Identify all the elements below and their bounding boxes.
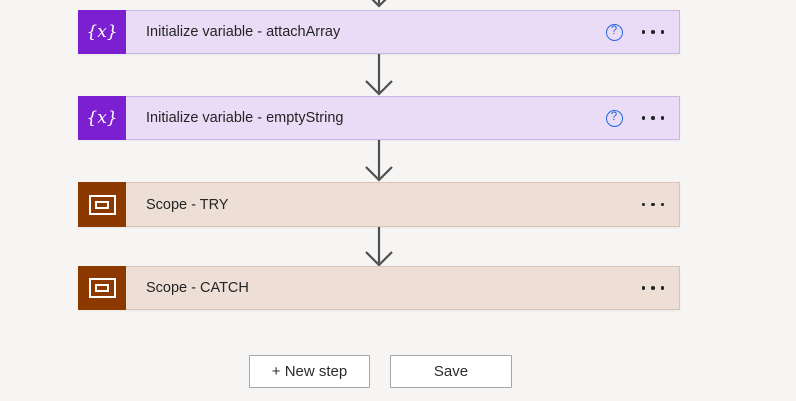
help-icon[interactable]: ?	[605, 23, 623, 41]
help-icon-glyph: ?	[610, 25, 618, 38]
action-title: Scope - CATCH	[146, 280, 249, 296]
dot	[651, 286, 655, 290]
dot	[660, 202, 664, 207]
initialize-variable-icon: {x}	[78, 10, 126, 54]
dot	[651, 202, 655, 207]
connector-arrow	[365, 140, 393, 182]
help-icon[interactable]: ?	[605, 109, 623, 127]
action-card-initialize-variable-attacharray[interactable]: {x} Initialize variable - attachArray ?	[78, 10, 680, 54]
menu-ellipsis-icon[interactable]	[640, 199, 667, 211]
action-title: Initialize variable - emptyString	[146, 110, 344, 126]
variable-icon-glyph: {x}	[86, 108, 118, 128]
action-card-scope-catch[interactable]: Scope - CATCH	[78, 266, 680, 310]
connector-arrow	[365, 54, 393, 96]
save-button[interactable]: Save	[390, 355, 512, 388]
scope-icon-glyph	[88, 194, 116, 215]
action-title: Initialize variable - attachArray	[146, 24, 341, 40]
menu-ellipsis-icon[interactable]	[640, 26, 667, 38]
dot	[641, 116, 645, 120]
menu-ellipsis-icon[interactable]	[640, 282, 667, 294]
dot	[641, 202, 645, 207]
action-card-scope-try[interactable]: Scope - TRY	[78, 182, 680, 227]
initialize-variable-icon: {x}	[78, 96, 126, 140]
dot	[651, 116, 655, 120]
scope-icon	[78, 266, 126, 310]
scope-icon-glyph	[88, 278, 116, 298]
dot	[660, 116, 664, 120]
scope-icon-glyph-inner	[95, 284, 109, 292]
action-title: Scope - TRY	[146, 196, 229, 213]
dot	[660, 30, 664, 34]
help-icon-glyph: ?	[610, 111, 618, 124]
variable-icon-glyph: {x}	[86, 22, 118, 42]
connector-arrow	[365, 227, 393, 267]
scope-icon	[78, 182, 126, 227]
action-card-initialize-variable-emptystring[interactable]: {x} Initialize variable - emptyString ?	[78, 96, 680, 140]
menu-ellipsis-icon[interactable]	[640, 112, 667, 124]
dot	[641, 30, 645, 34]
new-step-button[interactable]: + New step	[249, 355, 370, 388]
dot	[660, 286, 664, 290]
connector-arrow	[371, 0, 387, 8]
dot	[641, 286, 645, 290]
scope-icon-glyph-inner	[95, 200, 109, 209]
dot	[651, 30, 655, 34]
